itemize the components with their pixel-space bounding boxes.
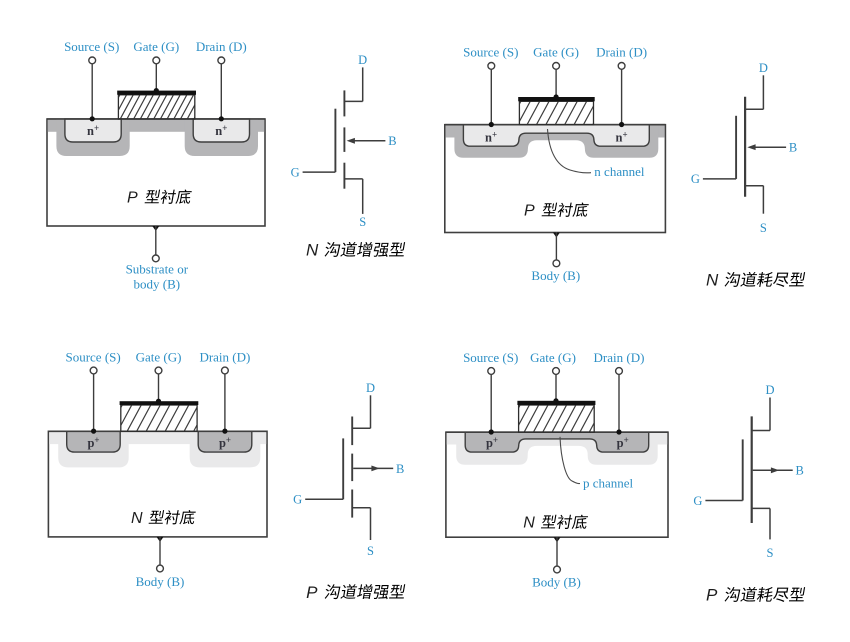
svg-text:Gate (G): Gate (G) — [133, 39, 179, 54]
svg-text:G: G — [693, 494, 702, 508]
svg-text:Body (B): Body (B) — [531, 268, 580, 283]
svg-text:Drain (D): Drain (D) — [199, 350, 250, 365]
svg-text:D: D — [366, 381, 375, 395]
svg-text:body (B): body (B) — [134, 277, 181, 292]
svg-text:B: B — [388, 134, 396, 148]
svg-text:Drain (D): Drain (D) — [196, 39, 247, 54]
svg-text:P: P — [127, 190, 138, 207]
svg-text:S: S — [767, 546, 774, 560]
svg-text:G: G — [291, 165, 300, 179]
svg-text:Source (S): Source (S) — [65, 350, 120, 365]
svg-text:n channel: n channel — [594, 164, 645, 179]
svg-text:p channel: p channel — [583, 476, 634, 491]
svg-text:Drain (D): Drain (D) — [594, 350, 645, 365]
svg-text:Body (B): Body (B) — [136, 574, 185, 589]
svg-text:Gate (G): Gate (G) — [530, 350, 576, 365]
svg-text:Body (B): Body (B) — [532, 575, 581, 590]
svg-text:B: B — [396, 462, 404, 476]
svg-text:Gate (G): Gate (G) — [533, 45, 579, 60]
svg-text:Gate (G): Gate (G) — [136, 350, 182, 365]
svg-text:Source (S): Source (S) — [463, 45, 518, 60]
svg-text:N: N — [306, 241, 319, 260]
svg-text:Source (S): Source (S) — [64, 39, 119, 54]
svg-text:G: G — [691, 172, 700, 186]
svg-text:D: D — [358, 53, 367, 67]
svg-text:B: B — [789, 141, 797, 155]
svg-text:G: G — [293, 493, 302, 507]
svg-text:S: S — [359, 215, 366, 229]
svg-text:Drain (D): Drain (D) — [596, 45, 647, 60]
svg-text:Source (S): Source (S) — [463, 350, 518, 365]
svg-text:S: S — [760, 221, 767, 235]
svg-text:S: S — [367, 544, 374, 558]
svg-text:Substrate or: Substrate or — [126, 262, 189, 277]
svg-text:D: D — [765, 383, 774, 397]
svg-text:B: B — [796, 464, 804, 478]
svg-text:N: N — [523, 515, 535, 532]
svg-text:P: P — [524, 203, 535, 220]
svg-text:D: D — [759, 61, 768, 75]
svg-text:N: N — [131, 510, 143, 527]
svg-text:P: P — [306, 583, 318, 602]
svg-text:N: N — [706, 271, 719, 290]
svg-text:P: P — [706, 586, 718, 605]
